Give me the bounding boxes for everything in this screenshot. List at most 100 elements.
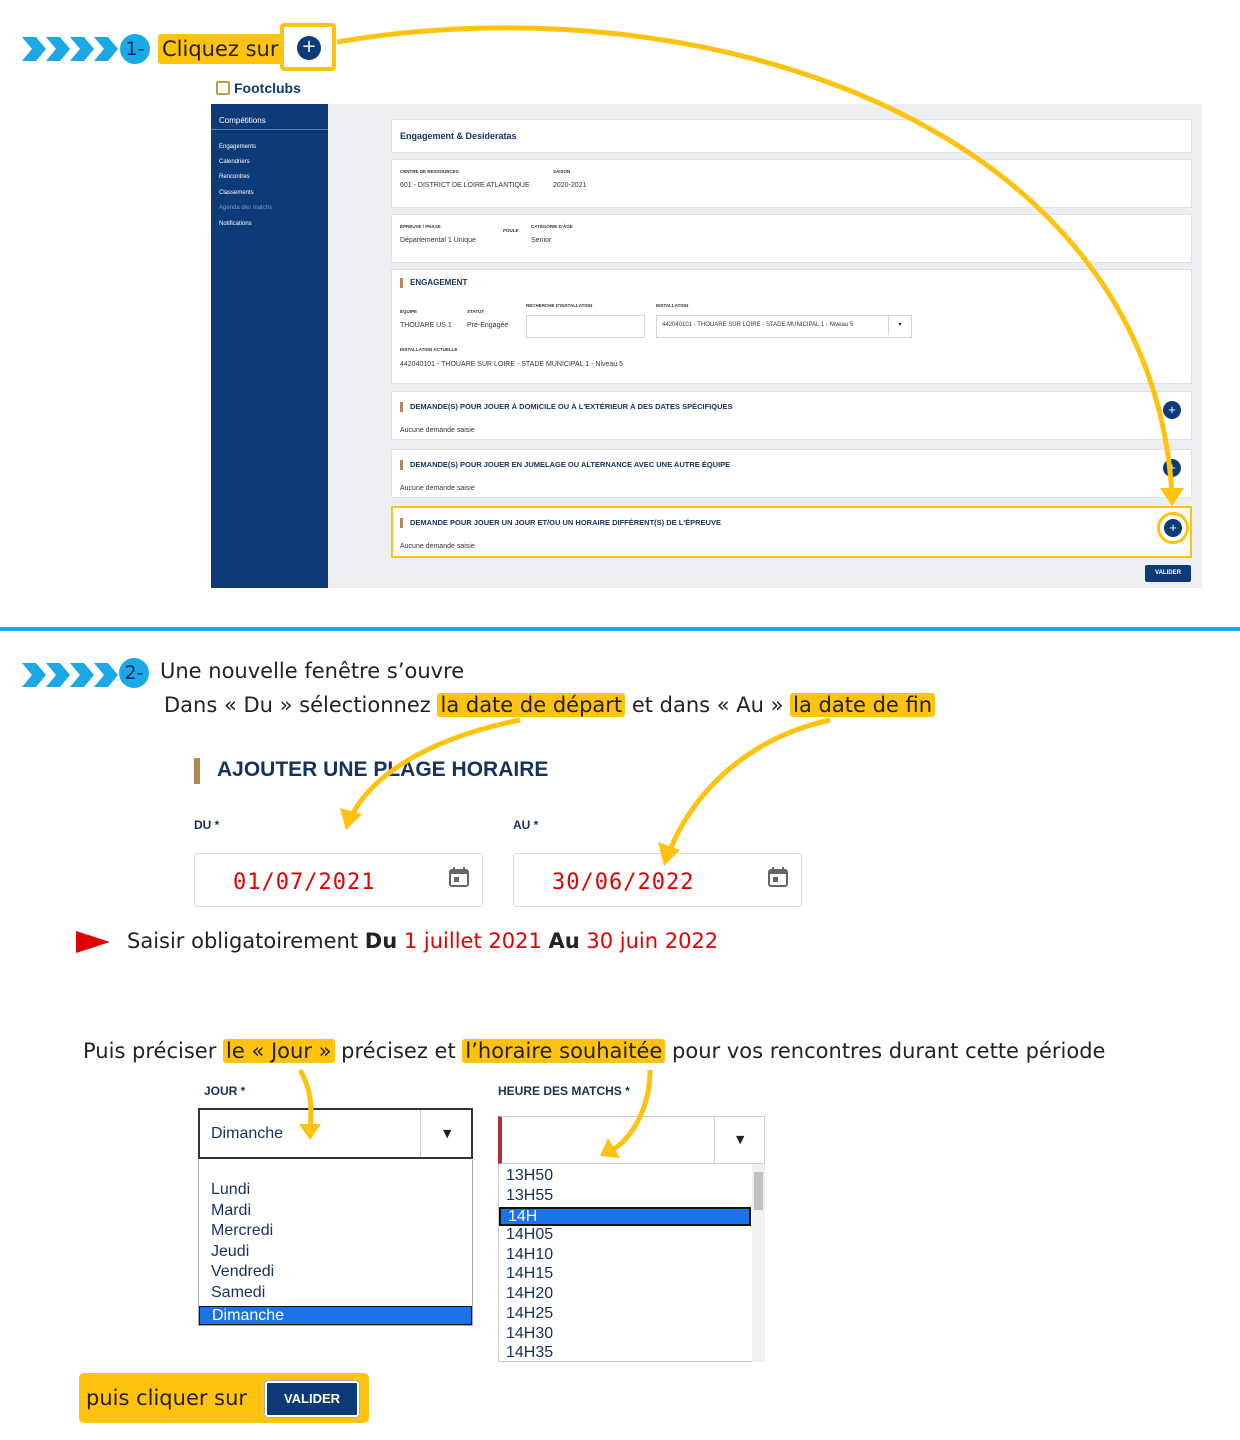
saison-label: SAISON [553, 169, 571, 174]
categorie-label: CATÉGORIE D'ÂGE [531, 224, 573, 229]
installation-actuelle-label: INSTALLATION ACTUELLE [400, 347, 458, 352]
recherche-input[interactable] [526, 315, 645, 338]
arrow-step1-icon [336, 25, 1184, 506]
instruction-text: Puis préciser le « Jour » précisez et l’… [83, 1039, 1105, 1063]
chevron-down-icon[interactable]: ▼ [736, 1133, 745, 1146]
sidebar-item-engagements[interactable]: Engagements [219, 144, 257, 150]
instr-a: Puis préciser [83, 1039, 224, 1063]
au-date-value: 30/06/2022 [552, 870, 695, 895]
jour-value: Dimanche [211, 1125, 284, 1142]
jour-option[interactable]: Mardi [211, 1202, 252, 1219]
instr-b: précisez et [334, 1039, 463, 1063]
heure-option[interactable]: 14H25 [506, 1305, 554, 1322]
step2-line2-b: et dans « Au » [625, 693, 791, 717]
jour-option[interactable]: Vendredi [211, 1263, 275, 1280]
du-date-input[interactable]: 01/07/2021 [194, 853, 483, 907]
header-card: Engagement & Desideratas [391, 119, 1192, 153]
jour-option[interactable]: Jeudi [211, 1243, 250, 1260]
installation-label: INSTALLATION [656, 303, 689, 308]
jour-label: JOUR * [204, 1084, 246, 1098]
chevrons-icon [22, 663, 118, 687]
heure-option[interactable]: 14H15 [506, 1265, 554, 1282]
arrow-selects-icon [297, 1068, 653, 1158]
footclubs-app: Compétitions Engagements Calendriers Ren… [211, 104, 1202, 588]
calendar-icon[interactable] [448, 866, 470, 888]
sidebar-item-classements[interactable]: Classements [219, 190, 254, 196]
demande-empty: Aucune demande saisie [400, 427, 475, 434]
calendar-icon[interactable] [767, 866, 789, 888]
step2-number: 2- [119, 658, 149, 688]
jour-dropdown-list: Lundi Mardi Mercredi Jeudi Vendredi Same… [198, 1160, 473, 1326]
sidebar-item-notifications[interactable]: Notifications [219, 221, 252, 227]
scrollbar-thumb[interactable] [754, 1172, 763, 1210]
step2-line2: Dans « Du » sélectionnez la date de dépa… [164, 693, 936, 717]
chevron-down-icon[interactable]: ▼ [443, 1127, 452, 1140]
add-demande-horaire-button[interactable]: + [1164, 519, 1182, 537]
du-date-value: 01/07/2021 [233, 870, 376, 895]
statut-value: Pré-Engagée [467, 322, 509, 329]
engagement-title: ENGAGEMENT [410, 278, 468, 287]
valider-button-large[interactable]: VALIDER [265, 1381, 359, 1417]
sidebar-title[interactable]: Compétitions [211, 116, 328, 130]
jour-select[interactable]: Dimanche ▼ [198, 1108, 473, 1159]
sidebar-item-agenda[interactable]: Agenda des matchs [219, 205, 273, 211]
heure-arrow-divider [714, 1117, 715, 1163]
step1-plus-highlight: + [280, 23, 336, 71]
heure-option[interactable]: 13H55 [506, 1187, 554, 1204]
jour-option[interactable]: Samedi [211, 1284, 266, 1301]
add-icon[interactable]: + [297, 36, 321, 60]
engagement-card: ENGAGEMENT ÉQUIPE THOUARE US 1 STATUT Pr… [391, 269, 1192, 384]
instr-c: pour vos rencontres durant cette période [665, 1039, 1106, 1063]
heure-option-selected[interactable]: 14H [499, 1207, 751, 1226]
equipe-value: THOUARE US 1 [400, 322, 452, 329]
demande-card-dates: DEMANDE(S) POUR JOUER À DOMICILE OU À L'… [391, 391, 1192, 440]
heure-scrollbar[interactable] [752, 1164, 765, 1362]
heure-option[interactable]: 14H10 [506, 1246, 554, 1263]
heure-dropdown-list: 13H50 13H55 14H 14H05 14H10 14H15 14H20 … [498, 1164, 765, 1362]
heure-option[interactable]: 14H05 [506, 1226, 554, 1243]
section-bar [400, 460, 403, 470]
step1-text: Cliquez sur [158, 34, 283, 64]
final-text: puis cliquer sur [86, 1386, 248, 1410]
au-date-input[interactable]: 30/06/2022 [513, 853, 802, 907]
sidebar-item-calendriers[interactable]: Calendriers [219, 159, 250, 165]
section-divider [0, 627, 1240, 631]
poule-label: POULE [503, 228, 519, 233]
note-prefix: Saisir obligatoirement [127, 929, 365, 953]
jour-option[interactable]: Lundi [211, 1181, 251, 1198]
add-demande-button[interactable]: + [1163, 401, 1181, 419]
plus-highlight-ring [1157, 512, 1189, 544]
heure-option[interactable]: 14H35 [506, 1344, 554, 1361]
centre-value: 601 - DISTRICT DE LOIRE ATLANTIQUE [400, 182, 530, 189]
heure-option[interactable]: 14H30 [506, 1325, 554, 1342]
installation-value: 442040101 - THOUARE SUR LOIRE - STADE MU… [662, 322, 854, 328]
section-bar [400, 402, 403, 412]
epreuve-label: ÉPREUVE / PHASE [400, 224, 441, 229]
heure-option[interactable]: 14H20 [506, 1285, 554, 1302]
step1-number: 1- [120, 34, 150, 64]
jour-option[interactable]: Mercredi [211, 1222, 274, 1239]
note-du: Du [364, 929, 398, 953]
chevrons-icon [22, 37, 118, 61]
demande-empty: Aucune demande saisie [400, 485, 475, 492]
installation-select[interactable]: 442040101 - THOUARE SUR LOIRE - STADE MU… [656, 315, 912, 338]
step2-line1: Une nouvelle fenêtre s’ouvre [160, 659, 465, 683]
au-label: AU * [513, 818, 539, 832]
note-du-date: 1 juillet 2021 [397, 929, 549, 953]
arrow-dates-icon [340, 717, 831, 866]
sidebar-item-rencontres[interactable]: Rencontres [219, 174, 250, 180]
heure-option[interactable]: 13H50 [506, 1167, 554, 1184]
section-bar [400, 278, 403, 288]
logo-text: Footclubs [234, 80, 301, 96]
resources-card: CENTRE DE RESSOURCES 601 - DISTRICT DE L… [391, 159, 1192, 208]
statut-label: STATUT [467, 309, 485, 314]
valider-button[interactable]: VALIDER [1145, 565, 1191, 582]
heure-select[interactable]: ▼ [498, 1116, 765, 1164]
jour-option-selected[interactable]: Dimanche [199, 1306, 472, 1325]
du-label: DU * [194, 818, 220, 832]
demande-card-jumelage: DEMANDE(S) POUR JOUER EN JUMELAGE OU ALT… [391, 449, 1192, 498]
heure-label: HEURE DES MATCHS * [498, 1084, 630, 1098]
step2-line2-a: Dans « Du » sélectionnez [164, 693, 438, 717]
demande-title: DEMANDE(S) POUR JOUER EN JUMELAGE OU ALT… [410, 460, 731, 469]
step1-header: 1- Cliquez sur + [22, 23, 342, 71]
